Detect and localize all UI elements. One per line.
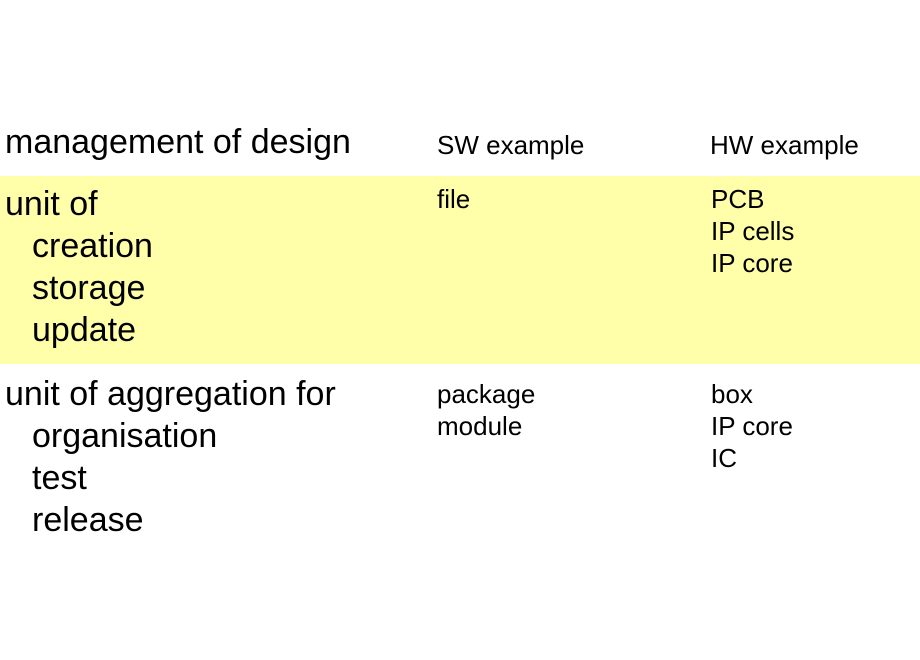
row1-hw-cell: PCB IP cells IP core [711,183,794,279]
row2-hw-item: box [711,379,753,409]
highlight-band [0,176,920,364]
row2-hw-item: IP core [711,411,793,441]
row1-label-item: update [32,311,136,349]
row1-hw-item: IP cells [711,216,795,246]
row1-label-item: storage [32,269,146,307]
page-title: management of design [5,123,351,161]
row2-label-item: organisation [32,417,218,455]
row2-sw-item: package [437,379,536,409]
row2-label-item: test [32,459,87,497]
row1-hw-item: IP core [711,248,793,278]
row2-sw-cell: package module [437,378,535,442]
row2-hw-item: IC [711,443,737,473]
row2-hw-cell: box IP core IC [711,378,793,474]
row2-sw-item: module [437,411,523,441]
row2-label-item: release [32,501,144,539]
row1-hw-item: PCB [711,184,765,214]
row2-label-title: unit of aggregation for [5,375,336,413]
column-header-hw-example: HW example [710,130,859,160]
row1-label-title: unit of [5,185,98,223]
row1-sw-item: file [437,184,471,214]
row1-label-cell: unit of creation storage update [5,183,153,351]
row1-sw-cell: file [437,183,470,215]
row2-label-cell: unit of aggregation for organisation tes… [5,373,336,541]
row1-label-item: creation [32,227,153,265]
column-header-sw-example: SW example [437,130,585,160]
